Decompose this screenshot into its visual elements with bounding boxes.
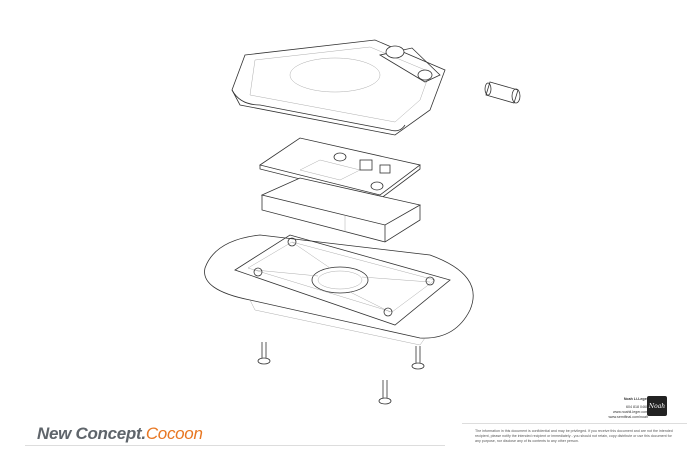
document-title: New Concept.Cocoon (37, 424, 203, 444)
divider (462, 423, 687, 424)
screw (411, 346, 425, 370)
logo-text: Noah (648, 402, 666, 410)
title-prefix: New Concept. (37, 424, 146, 443)
contact-phone: 604 818 0460 (626, 405, 648, 409)
screw (257, 342, 271, 365)
divider (25, 445, 445, 446)
contact-web-1: www.noahli-leger.com (613, 410, 648, 414)
contact-name: Noah Li-Leger (623, 397, 648, 401)
hinge-pin (484, 81, 521, 104)
confidentiality-notice: The information in this document is conf… (475, 429, 673, 444)
top-cover (231, 39, 446, 136)
base-plate (204, 234, 474, 346)
contact-block: Noah Li-Leger 604 818 0460 www.noahli-le… (608, 397, 648, 420)
logo: Noah (647, 396, 667, 416)
title-accent: Cocoon (145, 424, 203, 443)
contact-web-2: www.semifinal.com/noah (608, 415, 648, 419)
battery (260, 177, 422, 243)
screw (378, 380, 392, 405)
